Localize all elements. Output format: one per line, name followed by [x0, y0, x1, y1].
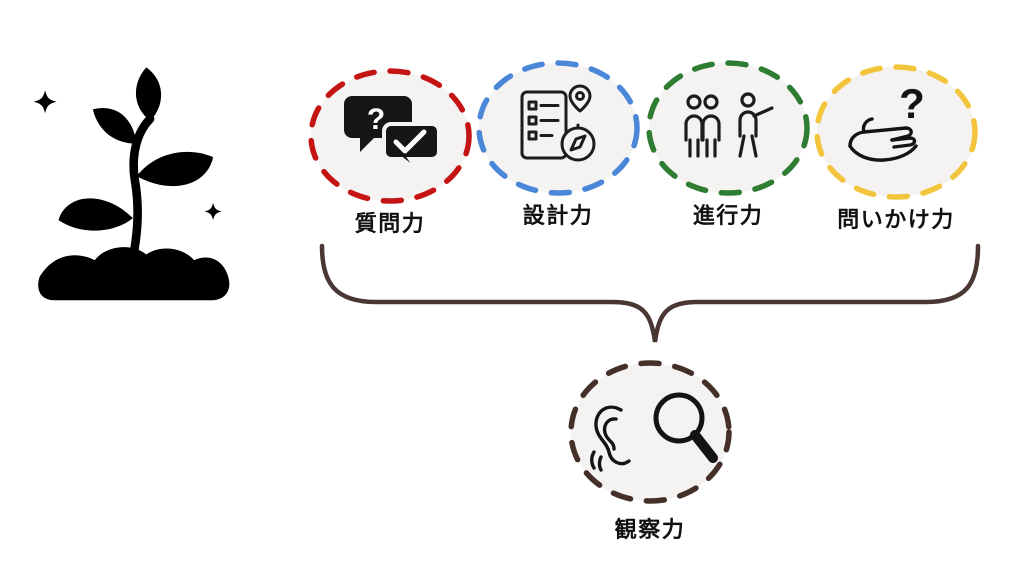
skill-label: 問いかけ力 — [837, 207, 955, 232]
dashed-circle: ? — [308, 68, 472, 204]
front-speech-bubble — [382, 122, 441, 175]
dashed-circle — [476, 60, 640, 196]
skill-label: 設計力 — [522, 203, 594, 228]
skill-item-inquiry: ? 問いかけ力 — [812, 62, 980, 235]
sprout-plant-shapes — [33, 67, 230, 301]
dashed-ring — [568, 360, 732, 504]
dashed-circle — [646, 60, 810, 196]
brace-path — [319, 243, 981, 343]
result-item-observation: 観察力 — [566, 358, 734, 545]
skill-label: 質問力 — [354, 211, 426, 236]
clipboard-plan-compass-icon — [520, 84, 596, 162]
speech-bubbles-question-check-icon: ? — [344, 96, 441, 175]
skill-item-questioning: ? 質問力 — [306, 66, 474, 239]
sparkle-icon — [204, 202, 222, 221]
check-mark — [393, 129, 427, 154]
sparkle-icon — [33, 90, 57, 114]
dashed-ring — [646, 60, 810, 196]
question-mark-glyph: ? — [367, 103, 385, 136]
dashed-circle: ? — [814, 64, 978, 200]
dashed-ring — [814, 64, 978, 200]
skill-item-design: 設計力 — [474, 58, 642, 231]
result-label: 観察力 — [614, 517, 686, 542]
skill-item-facilitation: 進行力 — [644, 58, 812, 231]
people-figures-icon — [684, 92, 774, 158]
question-mark-glyph: ? — [899, 80, 925, 127]
open-hand-shape — [848, 117, 918, 162]
dashed-circle — [568, 360, 732, 504]
sprout-plant-icon — [33, 67, 230, 301]
skill-label: 進行力 — [692, 203, 764, 228]
ear-magnifier-icon — [590, 392, 718, 472]
dashed-ring — [476, 60, 640, 196]
offering-hand-question-icon: ? — [848, 80, 925, 162]
